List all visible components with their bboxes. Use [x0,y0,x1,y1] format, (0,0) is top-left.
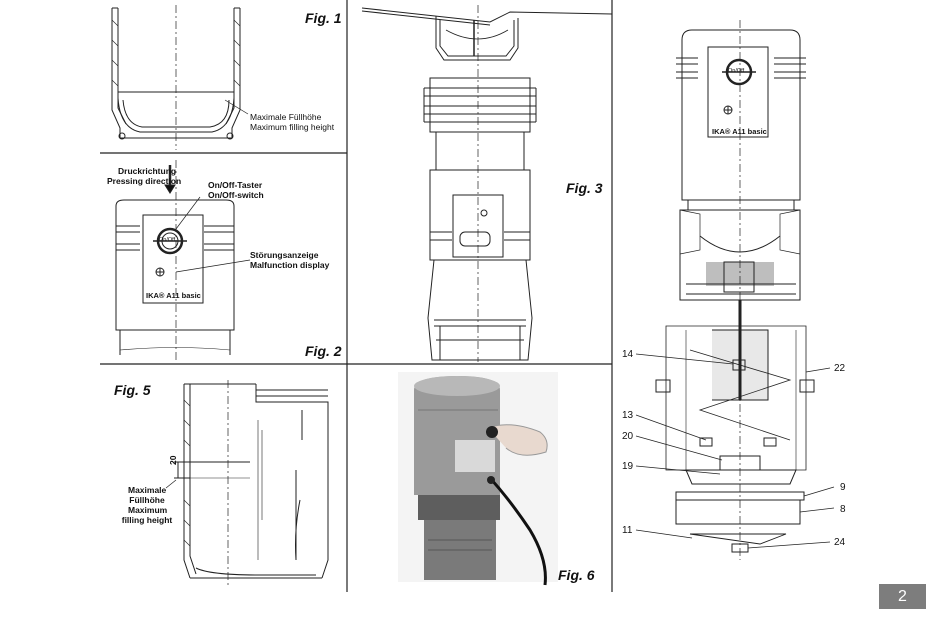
fig2-onoff-de: On/Off-Taster [208,180,263,190]
part-24: 24 [834,537,846,548]
fig2-title: Fig. 2 [305,343,342,359]
fig7-onoff-button-text: On/Off [728,68,745,74]
fig3-title: Fig. 3 [566,180,603,196]
fig5-max-fill-de-2: Füllhöhe [129,495,165,505]
fig6-photo [398,372,558,586]
fig5-max-fill-de-1: Maximale [128,485,167,495]
fig5-max-fill-en-2: filling height [121,515,173,525]
fig5-max-fill-en-1: Maximum [128,505,168,515]
fig2-pressing-en: Pressing direction [107,176,182,186]
fig7-drawing [635,20,835,560]
fig2-onoff-button-text: On/Off [159,237,176,243]
fig2-malfunction-en: Malfunction display [250,260,330,270]
fig6-title: Fig. 6 [558,567,595,583]
fig2-brand: IKA® A11 basic [146,291,201,300]
part-8: 8 [840,504,846,515]
fig7-brand: IKA® A11 basic [712,127,767,136]
fig2-onoff-en: On/Off-switch [208,190,264,200]
fig1-max-fill-de: Maximale Füllhöhe [250,112,322,122]
part-14: 14 [622,349,634,360]
fig5-title: Fig. 5 [114,382,151,398]
part-13: 13 [622,410,634,421]
fig2-drawing [115,160,251,360]
part-22: 22 [834,363,846,374]
part-9: 9 [840,482,846,493]
fig1-max-fill-en: Maximum filling height [250,122,335,132]
part-20: 20 [622,431,634,442]
fig1-title: Fig. 1 [305,10,342,26]
fig1-drawing [111,5,249,150]
fig3-drawing [361,5,613,362]
fig5-drawing [165,380,329,585]
fig2-pressing-de: Druckrichtung [118,166,177,176]
part-19: 19 [622,461,634,472]
fig2-malfunction-de: Störungsanzeige [250,250,319,260]
part-11: 11 [622,525,633,536]
fig5-dimension: 20 [168,455,178,465]
page-number-badge: 2 [879,584,926,609]
